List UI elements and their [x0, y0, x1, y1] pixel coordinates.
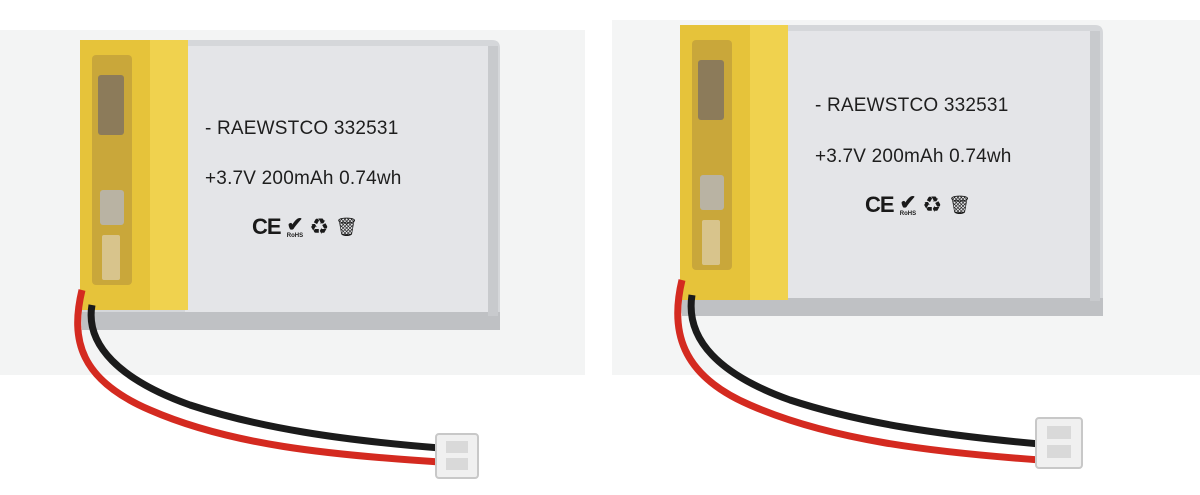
pcb-chip: [98, 75, 124, 135]
pouch-edge-right: [1090, 31, 1100, 301]
wire-red: [74, 289, 441, 466]
battery-right: - RAEWSTCO 332531 +3.7V 200mAh 0.74wh CE…: [600, 0, 1200, 495]
rohs-check-icon: ✔RoHS: [899, 192, 917, 217]
pcb-tab: [102, 235, 120, 280]
battery-model-label: - RAEWSTCO 332531: [205, 118, 399, 139]
pcb-component: [100, 190, 124, 225]
recycle-icon: ♻: [309, 214, 330, 239]
tape-shade: [750, 25, 788, 300]
pcb-component: [700, 175, 724, 210]
tape-shade: [150, 40, 188, 310]
pouch-face: [185, 46, 495, 318]
battery-spec-label: +3.7V 200mAh 0.74wh: [815, 146, 1012, 167]
crossed-bin-icon: 🗑: [948, 194, 971, 215]
pouch-edge-bottom: [682, 298, 1103, 316]
wire-red: [674, 279, 1041, 464]
ce-mark-icon: CE: [865, 192, 895, 217]
battery-left-art: [74, 40, 500, 479]
battery-right-art: [674, 25, 1103, 469]
certification-marks: CE ✔RoHS ♻ 🗑: [252, 214, 358, 240]
ce-mark-icon: CE: [252, 214, 282, 239]
jst-connector: [435, 433, 479, 479]
battery-left: - RAEWSTCO 332531 +3.7V 200mAh 0.74wh CE…: [74, 40, 500, 479]
rohs-check-icon: ✔RoHS: [286, 214, 304, 239]
crossed-bin-icon: 🗑: [335, 216, 358, 237]
pouch-edge-right: [488, 46, 498, 316]
jst-connector: [1035, 417, 1083, 469]
pouch-edge-bottom: [82, 312, 500, 330]
pcb-tab: [702, 220, 720, 265]
battery-model-label: - RAEWSTCO 332531: [815, 95, 1009, 116]
wire-black: [87, 304, 441, 452]
recycle-icon: ♻: [922, 192, 943, 217]
pouch-face: [785, 31, 1098, 303]
pcb-chip: [698, 60, 724, 120]
battery-spec-label: +3.7V 200mAh 0.74wh: [205, 168, 402, 189]
certification-marks: CE ✔RoHS ♻ 🗑: [865, 192, 971, 218]
wire-black: [687, 294, 1041, 448]
